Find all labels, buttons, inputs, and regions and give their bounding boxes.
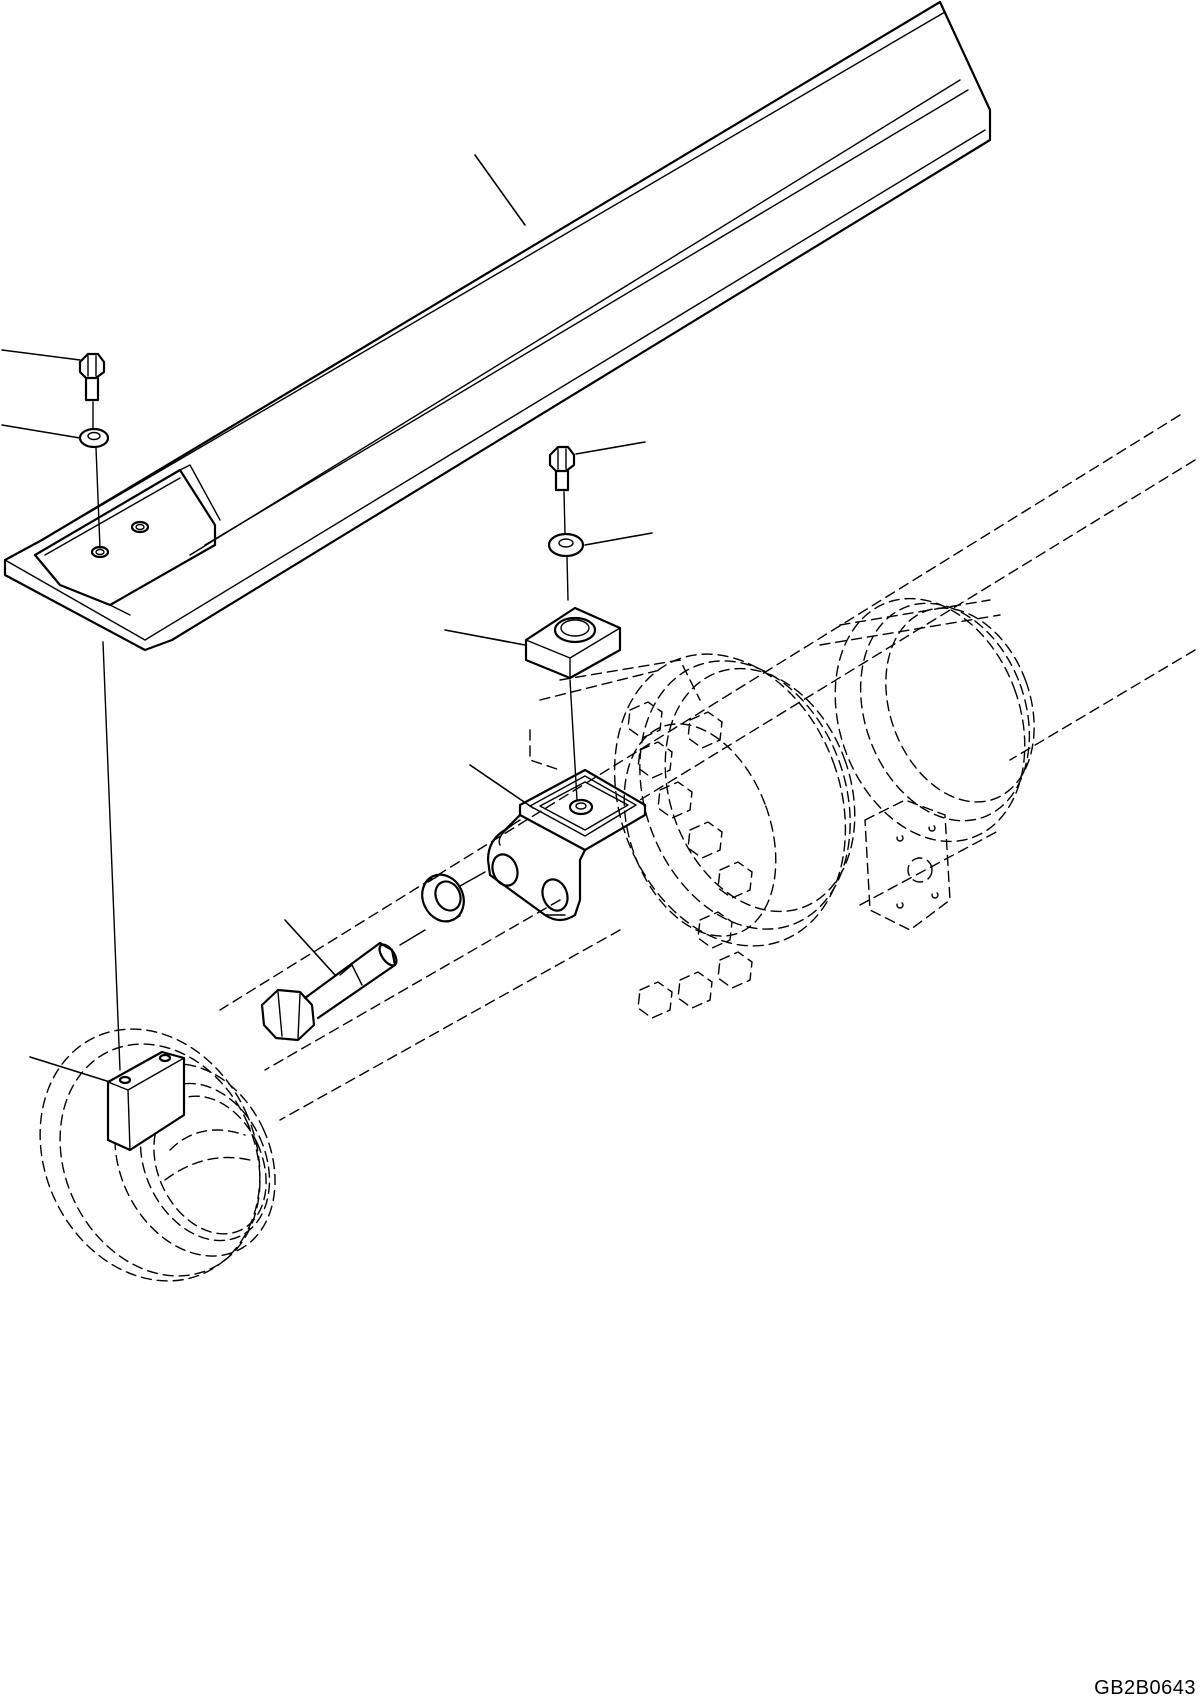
bottom-block — [106, 1050, 186, 1152]
drawing-code-label: GB2B0643 — [1094, 1677, 1196, 1699]
bolt-right — [548, 445, 576, 492]
pin-bolt — [260, 941, 398, 1042]
washer-right — [547, 532, 585, 558]
bolt-left — [78, 352, 106, 402]
spacer-washer — [421, 873, 465, 923]
washer-left — [78, 427, 110, 449]
block-plate — [524, 606, 622, 680]
bracket — [486, 768, 647, 922]
leader-lines — [1, 154, 653, 1083]
hydraulic-cylinder — [39, 414, 1196, 1282]
cover-guard — [3, 0, 992, 652]
